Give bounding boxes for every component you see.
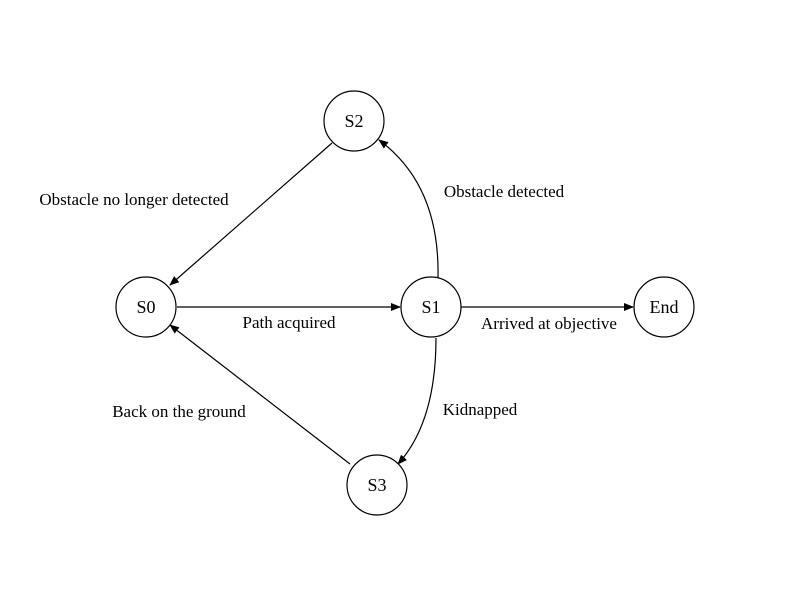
edge-label-kidnapped: Kidnapped <box>443 400 518 419</box>
node-s1-label: S1 <box>421 297 440 317</box>
node-s3: S3 <box>346 454 408 516</box>
edge-s1-to-s2 <box>378 139 439 279</box>
node-s1: S1 <box>400 276 462 338</box>
edge-s2-to-s0 <box>169 142 333 286</box>
node-s3-label: S3 <box>367 475 386 495</box>
edge-s3-to-s0 <box>169 324 351 465</box>
edge-label-obstacle-detected: Obstacle detected <box>444 182 565 201</box>
edges <box>169 139 634 465</box>
node-end-label: End <box>650 297 679 317</box>
edge-label-back-on-the-ground: Back on the ground <box>112 402 246 421</box>
nodes: S0 S1 S2 S3 End <box>115 90 695 516</box>
edge-label-path-acquired: Path acquired <box>243 313 336 332</box>
node-s0: S0 <box>115 276 177 338</box>
node-end: End <box>633 276 695 338</box>
edge-label-obstacle-no-longer-detected: Obstacle no longer detected <box>39 190 229 209</box>
edge-s1-to-s3 <box>397 337 437 465</box>
edge-labels: Path acquired Arrived at objective Obsta… <box>39 182 617 421</box>
node-s2-label: S2 <box>344 111 363 131</box>
edge-label-arrived-at-objective: Arrived at objective <box>481 314 617 333</box>
node-s2: S2 <box>323 90 385 152</box>
node-s0-label: S0 <box>136 297 155 317</box>
